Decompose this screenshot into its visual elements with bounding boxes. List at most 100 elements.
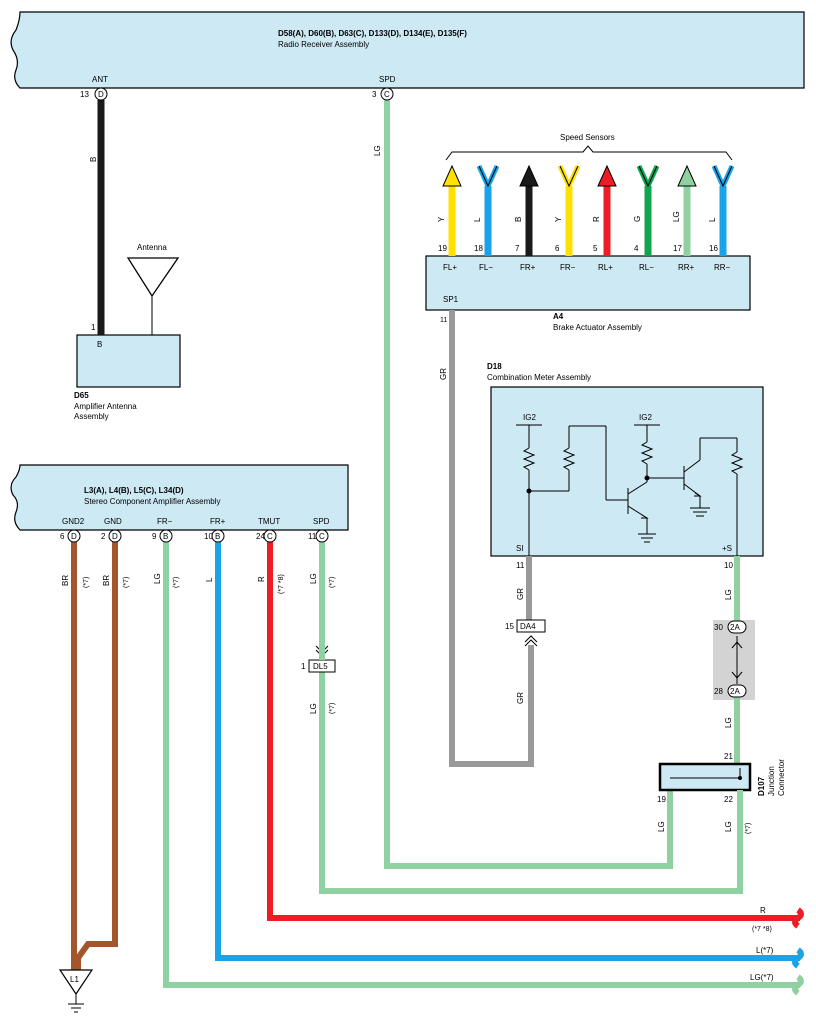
brake-name: Brake Actuator Assembly xyxy=(553,323,642,332)
junction-pin-a: 19 xyxy=(657,795,666,804)
junction-line2: Connector xyxy=(777,759,786,796)
stereo-title: L3(A), L4(B), L5(C), L34(D) xyxy=(84,486,184,495)
pin-circles: D 13 C 3 xyxy=(80,87,394,101)
junction-pin-in: 21 xyxy=(724,752,733,761)
amplifier-antenna-assembly[interactable]: B 1 D65 Amplifier Antenna Assembly xyxy=(74,323,181,421)
wire-note-frm: (*7) xyxy=(173,577,180,588)
connector-da4[interactable]: DA4 15 xyxy=(505,619,546,647)
stereo-pin-conn: C xyxy=(267,532,273,541)
sensor-pin-label: FR+ xyxy=(520,263,536,272)
stereo-pin-num: 9 xyxy=(152,532,157,541)
sensor-pin-num: 5 xyxy=(593,244,598,253)
wire-label-lg-meter: LG xyxy=(724,589,733,600)
sensor-pin-label: RL+ xyxy=(598,263,613,272)
antenna-label: Antenna xyxy=(137,243,167,252)
combination-meter-assembly[interactable]: D18 Combination Meter Assembly SI +S IG2… xyxy=(487,362,764,557)
meter-ig2-a: IG2 xyxy=(523,413,536,422)
wire-label-gr-bot: GR xyxy=(516,692,525,704)
stereo-component-amplifier-assembly[interactable]: L3(A), L4(B), L5(C), L34(D) Stereo Compo… xyxy=(10,464,349,531)
radio-spd-num: 3 xyxy=(372,90,377,99)
connector-dl5[interactable]: DL5 1 xyxy=(301,645,336,673)
stereo-pin-conn: B xyxy=(215,532,220,541)
junction-pin-b: 22 xyxy=(724,795,733,804)
connector-2a-bottom[interactable]: 2A 28 xyxy=(714,684,747,698)
sensor-arrow-up-icon xyxy=(597,164,617,187)
meter-s-num: 10 xyxy=(724,561,733,570)
wire-tmut-red xyxy=(267,540,800,921)
wire-label-spd-top: LG xyxy=(309,573,318,584)
antenna-amp-name-1: Amplifier Antenna xyxy=(74,402,137,411)
sensor-wire-label: B xyxy=(514,217,523,222)
wire-note-gnd: (*7) xyxy=(123,577,130,588)
wire-label-ant: B xyxy=(89,157,98,162)
wire-label-spd-radio: LG xyxy=(373,145,382,156)
radio-receiver-assembly[interactable]: D58(A), D60(B), D63(C), D133(D), D134(E)… xyxy=(10,11,805,89)
sensor-arrow-down-icon xyxy=(476,164,500,193)
sensor-pin-num: 19 xyxy=(438,244,447,253)
wire-label-right-lg: LG(*7) xyxy=(750,973,774,982)
sensor-arrow-down-icon xyxy=(557,164,581,193)
j2a-bot-code: 2A xyxy=(730,687,740,696)
stereo-name: Stereo Component Amplifier Assembly xyxy=(84,497,221,506)
stereo-pin-label: GND xyxy=(104,517,122,526)
speed-sensors-bracket: Speed Sensors xyxy=(445,133,733,161)
junction-code: D107 xyxy=(757,776,766,796)
radio-ant-conn: D xyxy=(98,90,104,99)
sensor-arrow-outline xyxy=(713,165,733,188)
stereo-pin-num: 10 xyxy=(204,532,213,541)
sensor-arrow-outline xyxy=(559,165,579,188)
stereo-pin-num: 6 xyxy=(60,532,65,541)
sensor-wire-label: L xyxy=(708,217,717,222)
sensor-arrow-up-icon xyxy=(677,164,697,187)
speed-sensors-label: Speed Sensors xyxy=(560,133,615,142)
wire-label-lg-j-b: LG xyxy=(724,821,733,832)
sensor-pin-label: FL− xyxy=(479,263,493,272)
radio-spd-conn: C xyxy=(384,90,390,99)
sensor-arrow-outline xyxy=(638,165,658,188)
stereo-pin-label: FR− xyxy=(157,517,173,526)
wire-junction-22-lg xyxy=(319,540,743,894)
wire-label-right-l: L(*7) xyxy=(756,946,774,955)
wire-note-lg-j-b: (*7) xyxy=(745,823,752,834)
sensor-arrow-up-icon xyxy=(442,164,462,187)
wire-note-spd-top: (*7) xyxy=(329,577,336,588)
stereo-pin-num: 2 xyxy=(101,532,106,541)
meter-internal-circuit xyxy=(516,424,744,560)
stereo-pin-label: SPD xyxy=(313,517,330,526)
sensor-wire-label: L xyxy=(473,217,482,222)
meter-name: Combination Meter Assembly xyxy=(487,373,591,382)
brake-sp1-label: SP1 xyxy=(443,295,459,304)
radio-name: Radio Receiver Assembly xyxy=(278,40,369,49)
j2a-top-num: 30 xyxy=(714,623,723,632)
wire-label-frm: LG xyxy=(153,573,162,584)
ground-l1-icon: L1 xyxy=(58,969,94,1013)
wire-label-spd-bot: LG xyxy=(309,703,318,714)
stereo-pin-label: GND2 xyxy=(62,517,85,526)
j2a-top-code: 2A xyxy=(730,623,740,632)
sensor-arrow-down-icon xyxy=(636,164,660,193)
wire-label-right-r: R xyxy=(760,906,766,915)
sensor-wire-label: Y xyxy=(554,216,563,222)
wire-label-lg-j-in: LG xyxy=(724,717,733,728)
sensor-pin-label: FL+ xyxy=(443,263,457,272)
ground-code: L1 xyxy=(70,975,79,984)
connector-2a-top[interactable]: 2A 30 xyxy=(714,620,747,634)
radio-pin-spd-label: SPD xyxy=(379,75,396,84)
sensor-pin-num: 17 xyxy=(673,244,682,253)
junction-connector-d107[interactable] xyxy=(658,762,752,792)
wire-label-gr-mid: GR xyxy=(516,588,525,600)
da4-num: 15 xyxy=(505,622,514,631)
stereo-pin-conn: D xyxy=(112,532,118,541)
brake-actuator-assembly[interactable]: SP1 A4 Brake Actuator Assembly 11 xyxy=(425,255,751,332)
sensor-pin-num: 4 xyxy=(634,244,639,253)
junction-line1: Junction xyxy=(767,766,776,796)
meter-code: D18 xyxy=(487,362,502,371)
stereo-pin-num: 24 xyxy=(256,532,265,541)
wire-gnd-brown xyxy=(75,540,118,970)
stereo-pin-conn: D xyxy=(71,532,77,541)
stereo-pin-circle xyxy=(263,529,277,543)
sensor-wire-label: Y xyxy=(437,216,446,222)
stereo-pin-label: TMUT xyxy=(258,517,280,526)
